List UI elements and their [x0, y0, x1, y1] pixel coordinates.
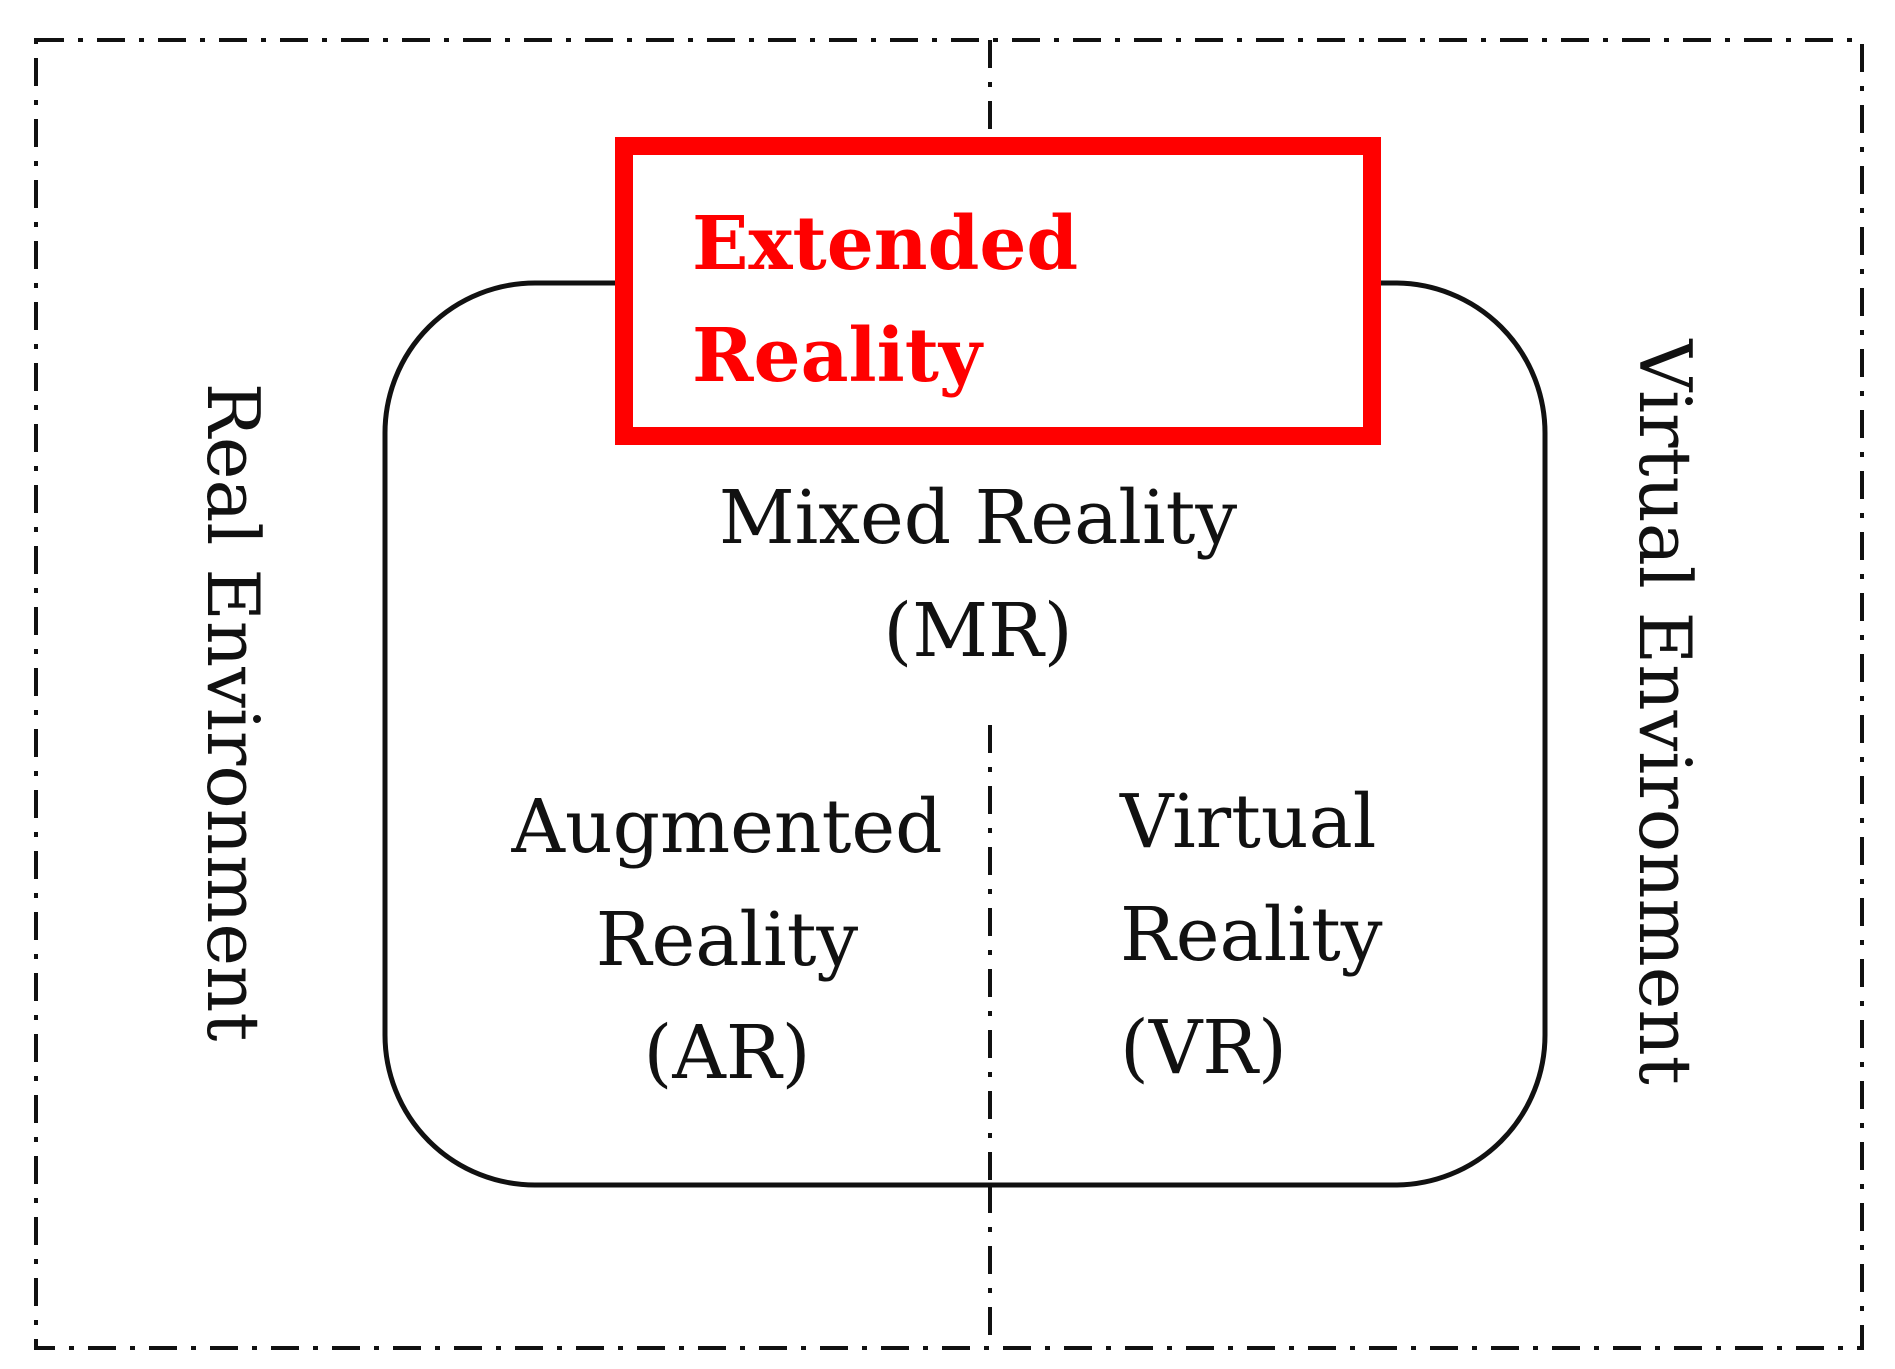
extended-reality-line1: Extended	[692, 201, 1078, 287]
virtual-reality-line3: (VR)	[1120, 1005, 1287, 1091]
virtual-reality-line1: Virtual	[1119, 779, 1376, 865]
mixed-reality-line1: Mixed Reality	[719, 475, 1238, 561]
extended-reality-line2: Reality	[692, 313, 984, 399]
augmented-reality-line3: (AR)	[644, 1010, 811, 1096]
outer-environment-frame	[34, 38, 1864, 1350]
virtual-environment-label: Virtual Environment	[1623, 338, 1707, 1084]
mixed-reality-line2: (MR)	[883, 588, 1072, 674]
augmented-reality-line1: Augmented	[511, 784, 943, 870]
augmented-reality-line2: Reality	[596, 897, 859, 983]
real-environment-label: Real Environment	[191, 383, 275, 1042]
extended-reality-box	[615, 137, 1381, 445]
virtual-reality-line2: Reality	[1120, 892, 1383, 978]
